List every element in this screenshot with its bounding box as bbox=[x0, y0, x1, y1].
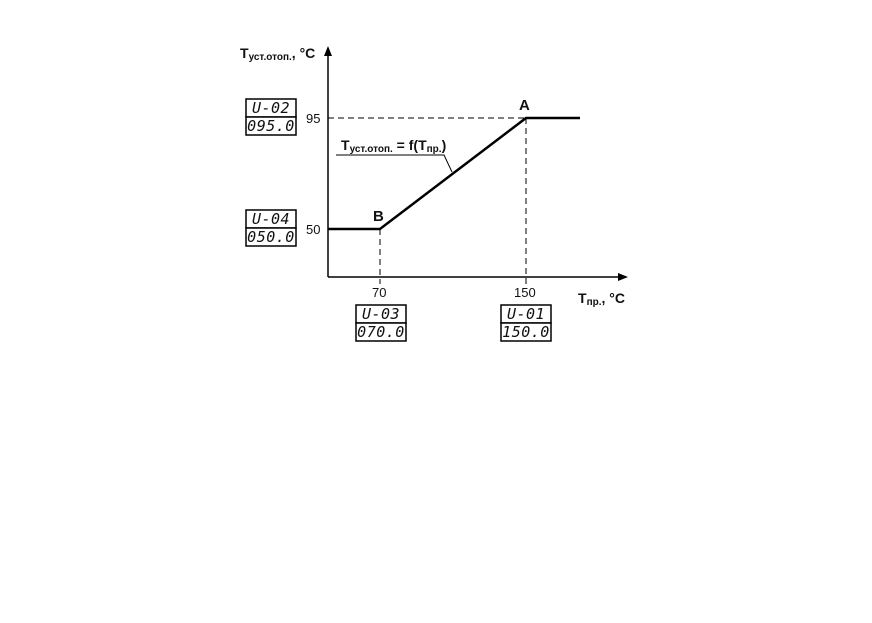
y-axis-label: Tуст.отоп., °C bbox=[240, 45, 315, 63]
formula-close: ) bbox=[442, 137, 447, 153]
x-axis-label-unit: , °C bbox=[602, 290, 626, 306]
x-axis-label: Tпр., °C bbox=[578, 290, 625, 308]
display-u01: U-01 150.0 bbox=[500, 304, 552, 342]
formula-leader bbox=[336, 154, 453, 173]
x-axis-label-main: T bbox=[578, 290, 587, 306]
display-u02-top: U-02 bbox=[252, 99, 290, 117]
y-axis-label-unit: , °C bbox=[292, 45, 316, 61]
display-u01-bottom: 150.0 bbox=[502, 323, 550, 341]
display-u02-bottom: 095.0 bbox=[247, 117, 295, 135]
display-u01-top: U-01 bbox=[507, 305, 545, 323]
tick-y-50: 50 bbox=[306, 222, 320, 237]
tick-x-150: 150 bbox=[514, 285, 536, 300]
display-u04-bottom: 050.0 bbox=[247, 228, 295, 246]
function-curve bbox=[328, 116, 580, 231]
tick-x-70: 70 bbox=[372, 285, 386, 300]
display-u03-top: U-03 bbox=[362, 305, 400, 323]
formula-sub1: уст.отоп. bbox=[350, 144, 393, 155]
formula-label: Tуст.отоп. = f(Tпр.) bbox=[341, 137, 446, 155]
formula-eq: = f(T bbox=[393, 137, 427, 153]
tick-y-95: 95 bbox=[306, 111, 320, 126]
point-label-b: B bbox=[373, 208, 384, 225]
display-u02: U-02 095.0 bbox=[245, 98, 297, 136]
x-axis-label-sub: пр. bbox=[587, 297, 602, 308]
display-u03: U-03 070.0 bbox=[355, 304, 407, 342]
y-axis-label-main: T bbox=[240, 45, 249, 61]
display-u03-bottom: 070.0 bbox=[357, 323, 405, 341]
display-u04-top: U-04 bbox=[252, 210, 290, 228]
y-axis-label-sub: уст.отоп. bbox=[249, 52, 292, 63]
point-label-a: A bbox=[519, 97, 530, 114]
formula-sub2: пр. bbox=[427, 144, 442, 155]
formula-t: T bbox=[341, 137, 350, 153]
display-u04: U-04 050.0 bbox=[245, 209, 297, 247]
